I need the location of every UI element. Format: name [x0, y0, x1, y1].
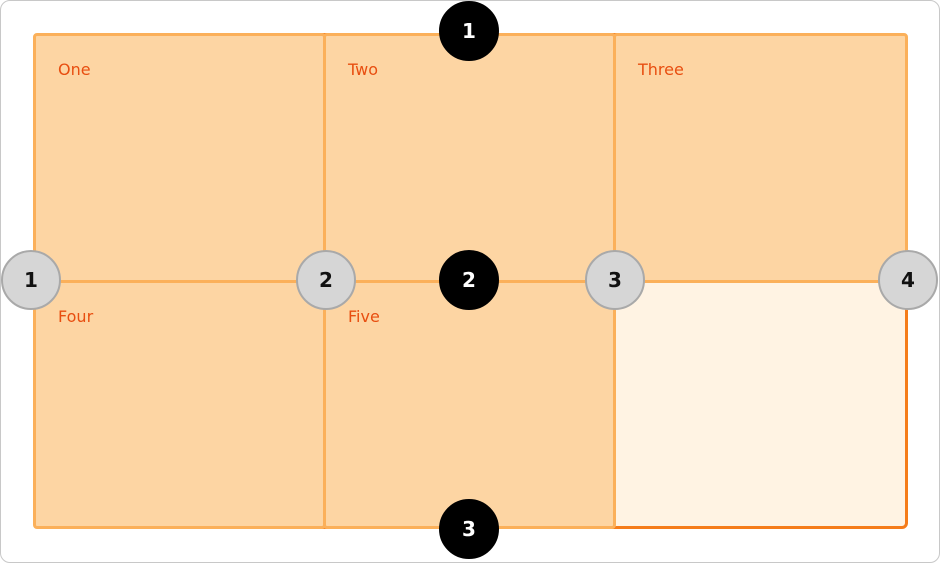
grid-item-four: Four: [33, 280, 326, 529]
column-line-marker-1: 1: [1, 250, 61, 310]
grid-container: One Two Three Four Five: [33, 33, 908, 529]
column-line-marker-4: 4: [878, 250, 938, 310]
grid-item-label: Three: [638, 60, 684, 79]
grid-item-label: Four: [58, 307, 94, 326]
grid-item-label: One: [58, 60, 91, 79]
grid-item-two: Two: [323, 33, 616, 283]
grid-item-five: Five: [323, 280, 616, 529]
grid-item-one: One: [33, 33, 326, 283]
grid-item-three: Three: [613, 33, 908, 283]
row-line-marker-2: 2: [439, 250, 499, 310]
row-line-marker-1: 1: [439, 1, 499, 61]
row-line-marker-3: 3: [439, 499, 499, 559]
column-line-marker-2: 2: [296, 250, 356, 310]
grid-item-label: Two: [348, 60, 378, 79]
grid-item-label: Five: [348, 307, 380, 326]
column-line-marker-3: 3: [585, 250, 645, 310]
